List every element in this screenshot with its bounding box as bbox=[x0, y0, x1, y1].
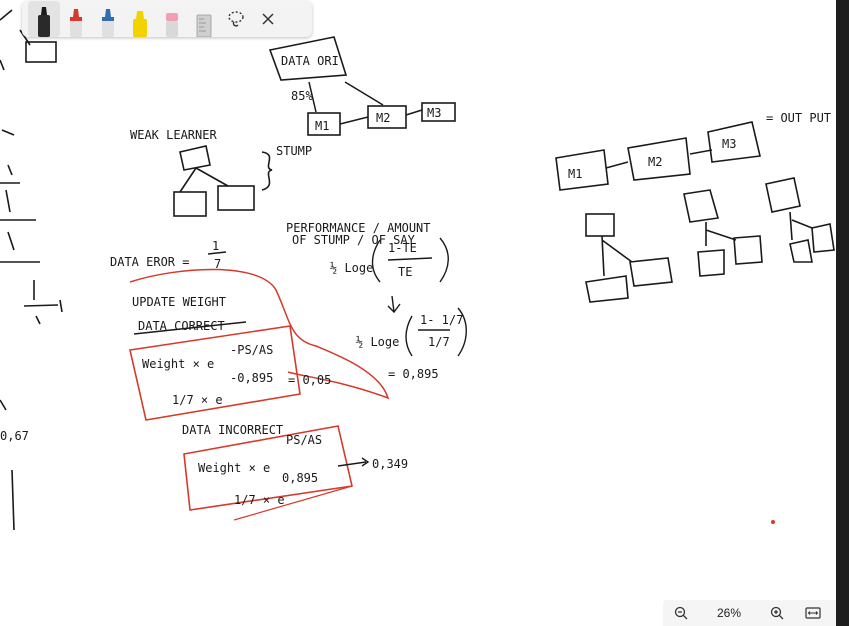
close-toolbar-button[interactable] bbox=[252, 1, 284, 37]
incorrect-seventh-line: 1/7 × e bbox=[234, 493, 285, 507]
ruler-icon bbox=[196, 14, 212, 37]
m2-large-label: M2 bbox=[648, 155, 662, 169]
lasso-select-icon bbox=[228, 11, 244, 27]
data-correct-label: DATA CORRECT bbox=[138, 319, 225, 333]
right-stumps bbox=[585, 177, 835, 303]
blue-pen-icon bbox=[102, 9, 114, 37]
log-substituted-fraction bbox=[405, 307, 467, 357]
weak-learner-stump-drawing bbox=[173, 145, 273, 217]
output-label: = OUT PUT bbox=[766, 111, 831, 125]
correct-exponent: -PS/AS bbox=[230, 343, 273, 357]
zoom-in-button[interactable] bbox=[759, 600, 795, 626]
highlighter-tool[interactable] bbox=[124, 1, 156, 37]
ballpoint-pen-icon bbox=[38, 7, 50, 37]
performance-label: PERFORMANCE / AMOUNT bbox=[286, 221, 431, 235]
data-ori-arrows bbox=[308, 81, 384, 113]
te-denominator: TE bbox=[398, 265, 412, 279]
zoom-out-icon bbox=[674, 606, 688, 620]
red-dot bbox=[771, 520, 775, 524]
zoom-bar: 26% bbox=[663, 600, 836, 626]
correct-formula-box bbox=[129, 325, 301, 421]
incorrect-exponent-value: 0,895 bbox=[282, 471, 318, 485]
lasso-select-tool[interactable] bbox=[220, 1, 252, 37]
fit-to-screen-icon bbox=[805, 607, 821, 619]
log-formula-fraction bbox=[371, 237, 449, 283]
close-icon bbox=[262, 13, 274, 25]
correct-exponent-value: -0,895 bbox=[230, 371, 273, 385]
incorrect-weight-line: Weight × e bbox=[198, 461, 270, 475]
zoom-in-icon bbox=[770, 606, 784, 620]
data-ori-box bbox=[268, 36, 348, 81]
ruler-tool[interactable] bbox=[188, 1, 220, 37]
data-ori-label: DATA ORI bbox=[281, 54, 339, 68]
one-minus-seventh: 1- 1/7 bbox=[420, 313, 463, 327]
zoom-out-button[interactable] bbox=[663, 600, 699, 626]
red-highlight-loop bbox=[129, 268, 390, 400]
pen-toolbar bbox=[22, 1, 312, 37]
data-incorrect-label: DATA INCORRECT bbox=[182, 423, 283, 437]
correct-weight-line: Weight × e bbox=[142, 357, 214, 371]
log-formula-prefix: ½ Loge bbox=[330, 261, 373, 275]
m2-small-label: M2 bbox=[376, 111, 390, 125]
left-partial-drawing bbox=[0, 9, 63, 531]
ballpoint-pen-tool[interactable] bbox=[28, 1, 60, 37]
eraser-icon bbox=[166, 13, 178, 37]
incorrect-exponent: PS/AS bbox=[286, 433, 322, 447]
data-error-num: 1 bbox=[212, 239, 219, 253]
m1-large-label: M1 bbox=[568, 167, 582, 181]
left-partial-value: 0,67 bbox=[0, 429, 29, 443]
correct-result: = 0,05 bbox=[288, 373, 331, 387]
one-minus-te: 1-TE bbox=[388, 241, 417, 255]
one-seventh: 1/7 bbox=[428, 335, 450, 349]
window-edge-strip bbox=[836, 0, 849, 626]
weak-learner-label: WEAK LEARNER bbox=[130, 128, 217, 142]
log-result: = 0,895 bbox=[388, 367, 439, 381]
zoom-level: 26% bbox=[716, 606, 742, 620]
m3-small-label: M3 bbox=[427, 106, 441, 120]
incorrect-result: 0,349 bbox=[372, 457, 408, 471]
data-error-den: 7 bbox=[214, 257, 221, 271]
highlighter-icon bbox=[133, 11, 147, 37]
percent-label: 85% bbox=[291, 89, 313, 103]
m1-small-label: M1 bbox=[315, 119, 329, 133]
correct-seventh-line: 1/7 × e bbox=[172, 393, 223, 407]
large-model-chain bbox=[555, 121, 761, 191]
m3-large-label: M3 bbox=[722, 137, 736, 151]
red-pen-tool[interactable] bbox=[60, 1, 92, 37]
data-error-label: DATA EROR = bbox=[110, 255, 189, 269]
eraser-tool[interactable] bbox=[156, 1, 188, 37]
update-weight-label: UPDATE WEIGHT bbox=[132, 295, 226, 309]
blue-pen-tool[interactable] bbox=[92, 1, 124, 37]
red-pen-icon bbox=[70, 9, 82, 37]
of-stump-label: OF STUMP / OF SAY bbox=[292, 233, 416, 247]
fit-to-screen-button[interactable] bbox=[795, 600, 831, 626]
log-formula-substituted: ½ Loge bbox=[356, 335, 399, 349]
stump-label: STUMP bbox=[276, 144, 312, 158]
small-model-chain bbox=[307, 102, 456, 136]
